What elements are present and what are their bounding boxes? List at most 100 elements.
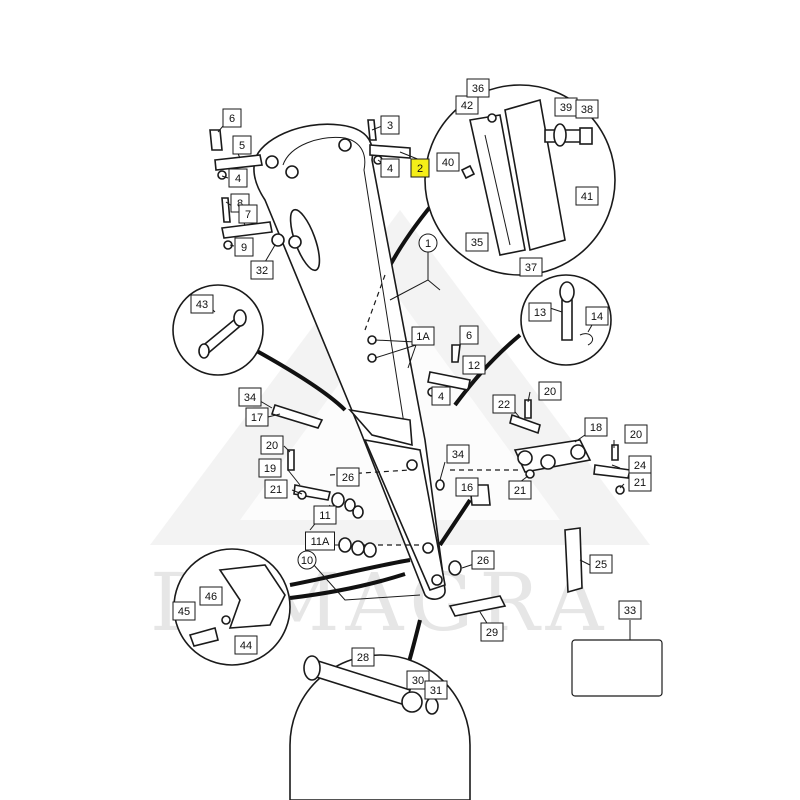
callout-box: [232, 135, 252, 155]
callout-text: 32: [256, 265, 268, 277]
callout-text: 18: [590, 422, 602, 434]
callout-text: 5: [239, 140, 245, 152]
callout-box: [575, 186, 599, 206]
callout-text: 29: [486, 627, 498, 639]
callout-text: 9: [241, 242, 247, 254]
callout-box: [250, 260, 274, 280]
callout-text: 4: [387, 163, 393, 175]
callout-34: 34: [446, 444, 470, 464]
callout-box: [519, 257, 543, 277]
callout-19: 19: [258, 458, 282, 478]
callout-text: 24: [634, 460, 646, 472]
callout-21: 21: [508, 480, 532, 500]
callout-text: 26: [342, 472, 354, 484]
callout-text: 11A: [311, 536, 330, 548]
callout-box: [264, 479, 288, 499]
detail-circle-wear-pads: [424, 84, 616, 276]
callout-text: 19: [264, 463, 276, 475]
callout-5: 5: [232, 135, 252, 155]
callout-text: 1: [425, 238, 431, 250]
callout-text: 17: [251, 412, 263, 424]
callout-text: 31: [430, 685, 442, 697]
callout-box: [410, 158, 430, 178]
callout-box: [455, 477, 479, 497]
callout-text: 16: [461, 482, 473, 494]
callout-box: [585, 306, 609, 326]
callout-box: [589, 554, 613, 574]
callout-26: 26: [471, 550, 495, 570]
callout-text: 4: [438, 391, 444, 403]
detail-circle-pin-28: [289, 654, 471, 800]
callout-1a: 1A: [411, 326, 435, 346]
callout-text: 36: [472, 83, 484, 95]
callout-6: 6: [459, 325, 479, 345]
callout-box: [238, 204, 258, 224]
callout-box: [313, 505, 337, 525]
callout-44: 44: [234, 635, 258, 655]
callout-box: [411, 326, 435, 346]
callout-text: 40: [442, 157, 454, 169]
callout-31: 31: [424, 680, 448, 700]
callout-33: 33: [618, 600, 642, 620]
callout-43: 43: [190, 294, 214, 314]
callout-text: 11: [319, 510, 330, 522]
callout-text: 46: [205, 591, 217, 603]
callout-30: 30: [406, 670, 430, 690]
callout-text: 35: [471, 237, 483, 249]
callout-box: [436, 152, 460, 172]
callout-text: 20: [630, 429, 642, 441]
part-33-plate: [571, 639, 663, 697]
callout-text: 12: [468, 360, 480, 372]
callout-text: 42: [461, 100, 473, 112]
callout-box: [222, 108, 242, 128]
callout-box: [234, 237, 254, 257]
callout-24: 24: [628, 455, 652, 475]
callout-text: 20: [544, 386, 556, 398]
callout-text: 38: [581, 104, 593, 116]
callout-26: 26: [336, 467, 360, 487]
callout-box: [245, 407, 269, 427]
callout-box: [406, 670, 430, 690]
boom-arm: [253, 123, 520, 600]
callout-text: 26: [477, 555, 489, 567]
callout-16: 16: [455, 477, 479, 497]
callout-45: 45: [172, 601, 196, 621]
callout-box: [234, 635, 258, 655]
callout-text: 39: [560, 102, 572, 114]
callout-text: 8: [237, 198, 243, 210]
callout-box: [190, 294, 214, 314]
callout-28: 28: [351, 647, 375, 667]
callout-text: 37: [525, 262, 537, 274]
callout-box: [492, 394, 516, 414]
callout-25: 25: [589, 554, 613, 574]
detail-circle-pin-43: [172, 284, 264, 376]
callout-17: 17: [245, 407, 269, 427]
callout-box: [471, 550, 495, 570]
callout-18: 18: [584, 417, 608, 437]
callout-39: 39: [554, 97, 578, 117]
callout-22: 22: [492, 394, 516, 414]
callout-text: 7: [245, 209, 251, 221]
callout-42: 42: [455, 95, 479, 115]
callout-32: 32: [250, 260, 274, 280]
callout-box: [424, 680, 448, 700]
callout-11: 11: [313, 505, 337, 525]
callout-1: 1: [418, 233, 438, 253]
callout-text: 45: [178, 606, 190, 618]
callout-35: 35: [465, 232, 489, 252]
callout-box: [465, 232, 489, 252]
callout-text: 4: [235, 173, 241, 185]
callout-text: 21: [634, 477, 646, 489]
callout-36: 36: [466, 78, 490, 98]
callout-circle: [418, 233, 438, 253]
callout-text: 34: [452, 449, 464, 461]
callout-text: 2: [417, 163, 423, 175]
callout-box: [238, 387, 262, 407]
callout-box: [575, 99, 599, 119]
callout-9: 9: [234, 237, 254, 257]
callout-box: [480, 622, 504, 642]
callout-21: 21: [264, 479, 288, 499]
callout-text: 20: [266, 440, 278, 452]
callout-29: 29: [480, 622, 504, 642]
